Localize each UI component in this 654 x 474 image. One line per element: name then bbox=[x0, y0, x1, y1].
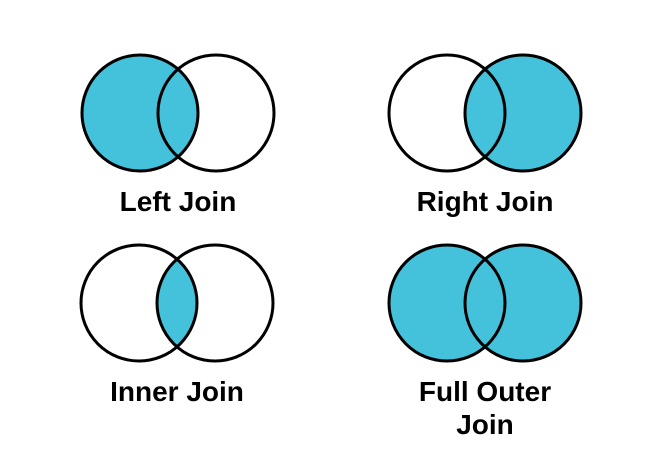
inner-join-label: Inner Join bbox=[110, 376, 244, 407]
venn-cell-left-join: Left Join bbox=[79, 51, 277, 218]
venn-cell-inner-join: Inner Join bbox=[78, 241, 276, 408]
full-outer-join-label: Full Outer Join bbox=[418, 376, 552, 440]
venn-cell-full-outer-join: Full Outer Join bbox=[386, 241, 584, 441]
left-join-venn-diagram bbox=[80, 53, 276, 173]
full-outer-join-venn-diagram bbox=[387, 243, 583, 363]
inner-join-venn-diagram bbox=[79, 243, 275, 363]
left-join-label: Left Join bbox=[119, 186, 237, 217]
right-join-venn-diagram bbox=[387, 53, 583, 173]
right-join-label: Right Join bbox=[416, 186, 554, 217]
venn-cell-right-join: Right Join bbox=[386, 51, 584, 218]
